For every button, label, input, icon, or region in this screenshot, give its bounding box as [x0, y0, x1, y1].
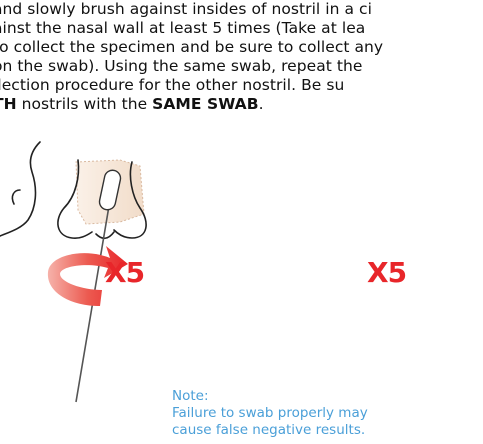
note-line-2: cause false negative results. [172, 422, 368, 439]
left-repeat-count: X5 [105, 256, 144, 289]
right-repeat-count: X5 [367, 256, 406, 289]
note-label: Note: [172, 388, 368, 405]
note-box: Note: Failure to swab properly may cause… [172, 388, 368, 439]
note-line-1: Failure to swab properly may [172, 405, 368, 422]
left-face [0, 142, 40, 236]
